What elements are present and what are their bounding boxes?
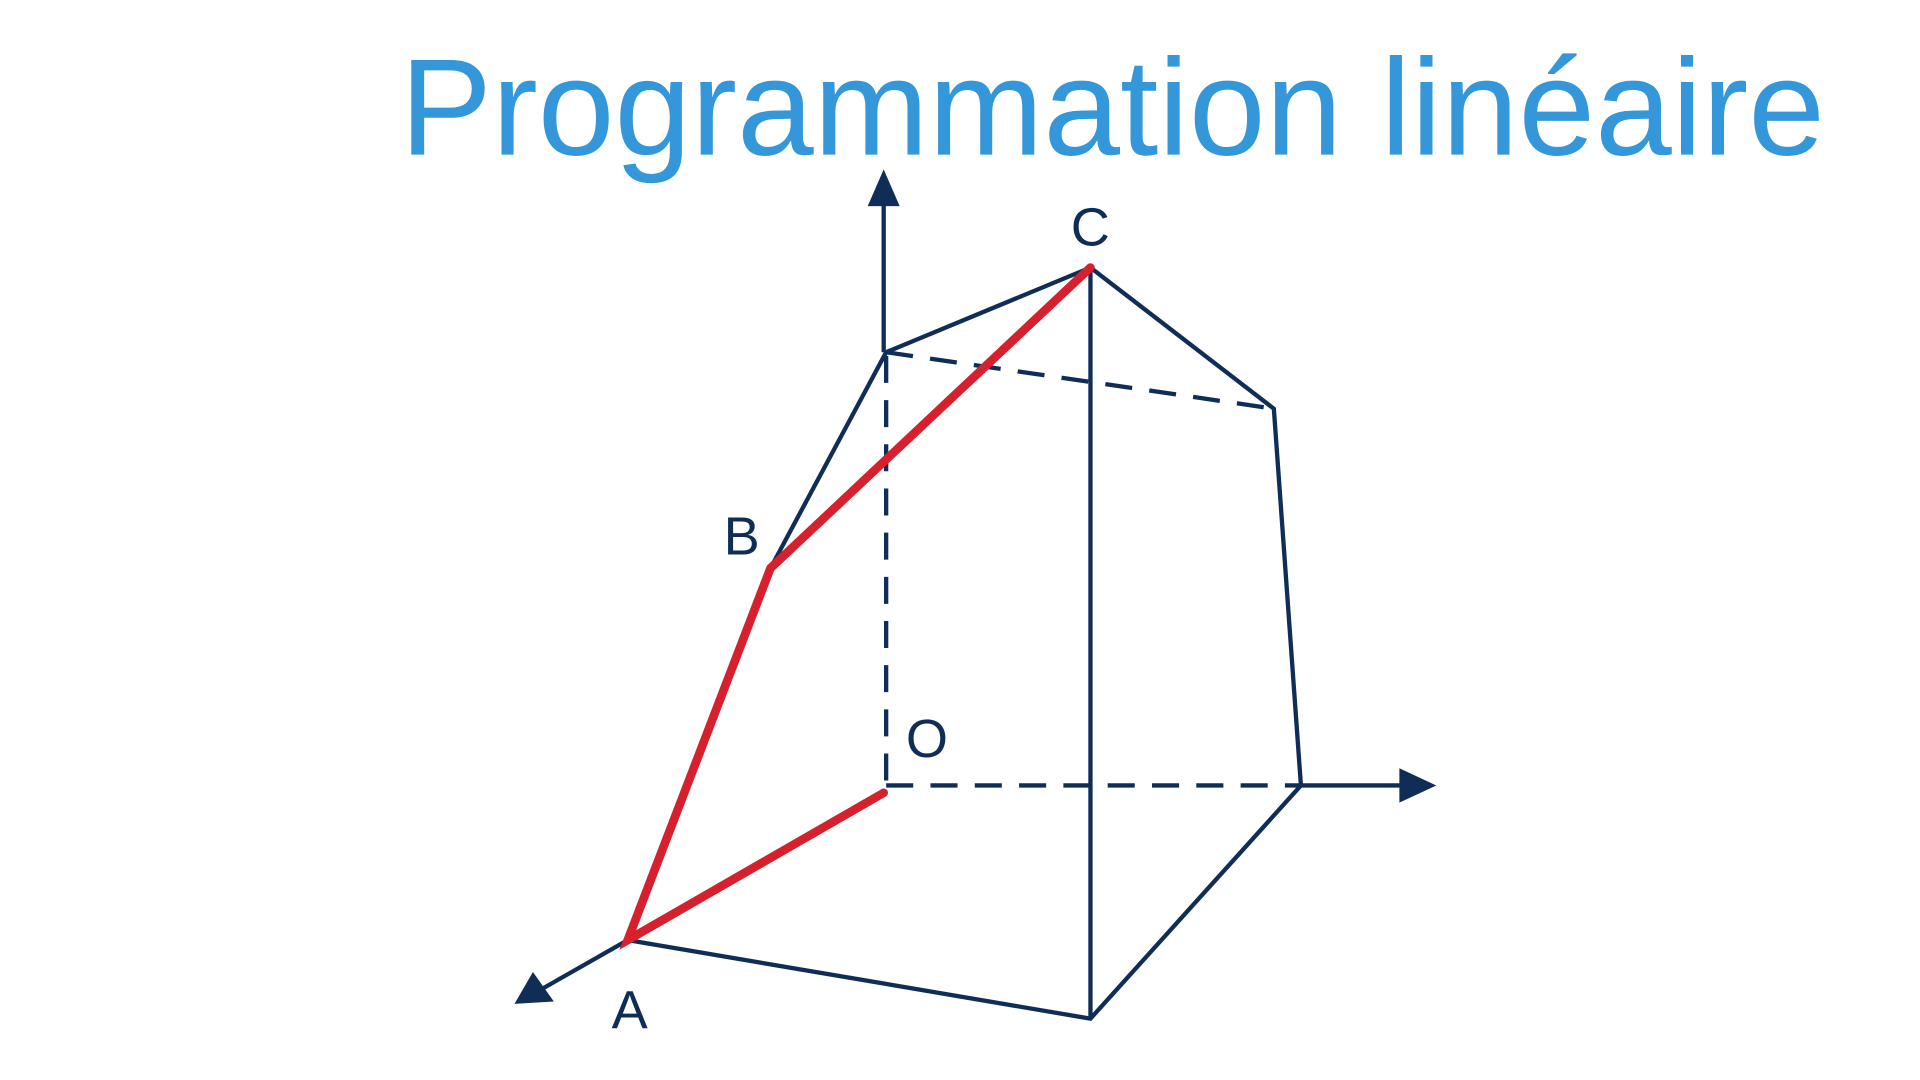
label-c: C <box>1071 198 1110 258</box>
label-b: B <box>724 507 760 567</box>
hidden-edge-top <box>885 350 1275 411</box>
label-o: O <box>906 709 948 769</box>
simplex-path <box>619 263 1095 950</box>
x-axis <box>540 938 629 992</box>
x-axis-arrow-icon <box>514 972 554 1004</box>
y-axis-arrow-icon <box>1399 768 1437 803</box>
z-axis-arrow-icon <box>867 169 900 207</box>
label-a: A <box>612 981 648 1041</box>
page-title: Programmation linéaire <box>400 31 1825 185</box>
